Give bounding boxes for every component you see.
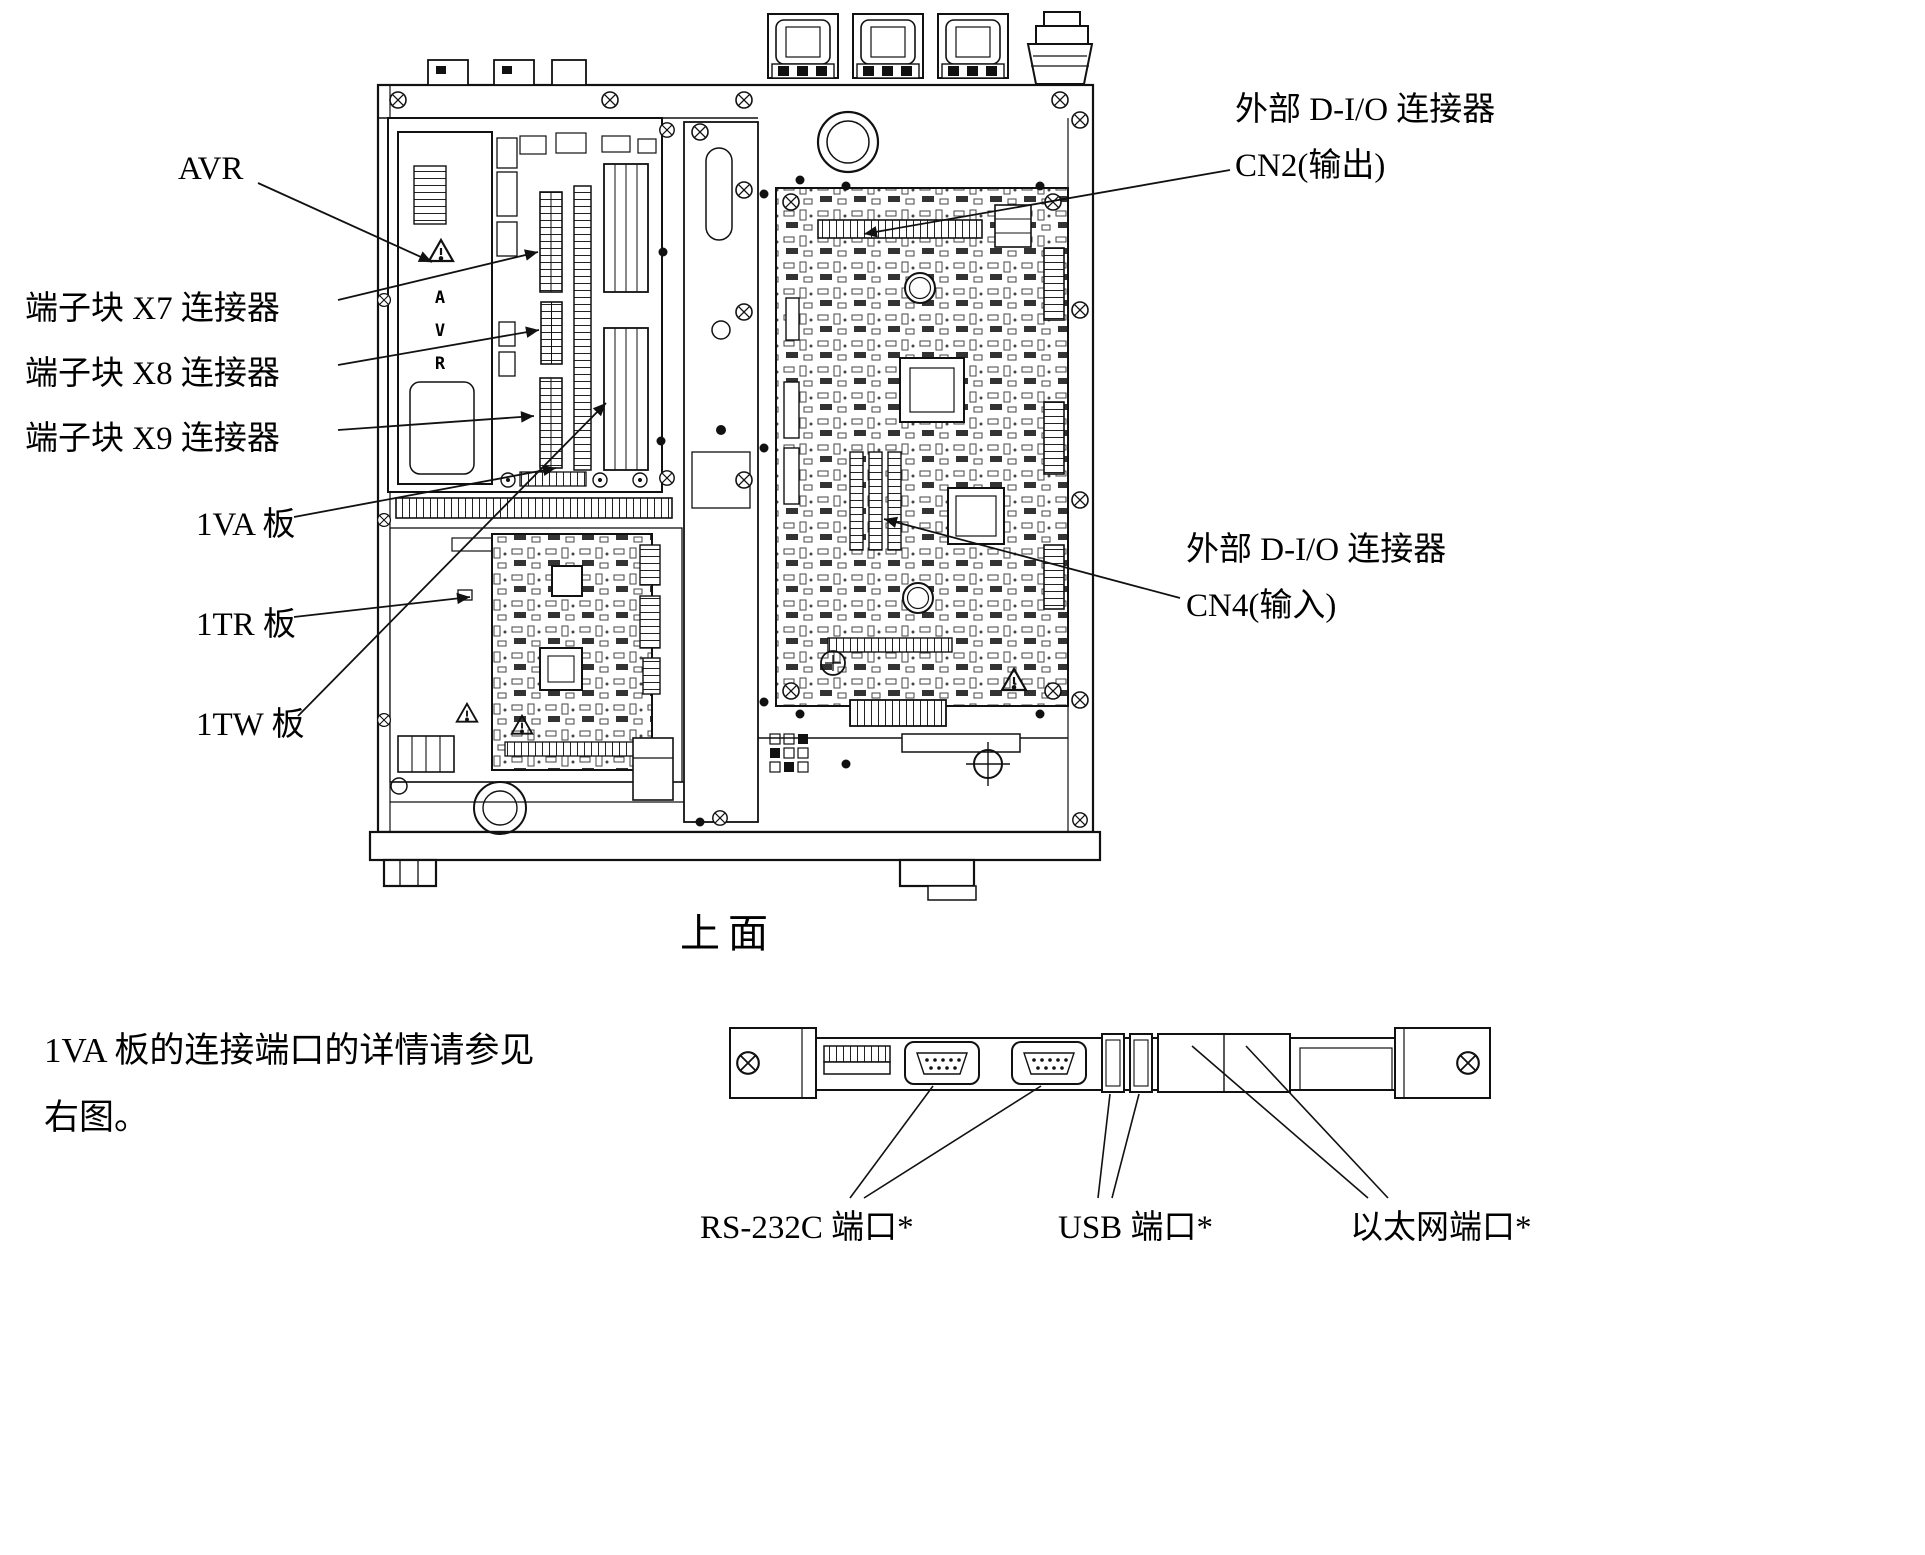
panel-leaders [849, 1045, 1389, 1199]
cable-gland [1026, 11, 1094, 85]
leader-ethernet-a [1191, 1045, 1369, 1199]
rs232c-connector-1 [904, 1041, 980, 1085]
terminal-connector-x8 [540, 301, 563, 365]
leader-ethernet-b [1245, 1045, 1389, 1199]
adjust-screw [966, 742, 1010, 786]
label-rs232c-port: RS-232C 端口* [700, 1210, 914, 1246]
dio-connector-cn4 [849, 451, 902, 551]
usb-connector-2 [1129, 1033, 1153, 1093]
leader-rs232c-a [849, 1085, 934, 1199]
note-text: 1VA 板的连接端口的详情请参见 右图。 [44, 1018, 534, 1151]
leader-avr [257, 182, 433, 263]
usb-connector-1 [1101, 1033, 1125, 1093]
center-column [683, 121, 759, 827]
vent-modules [767, 11, 1094, 85]
leader-x7 [337, 249, 539, 301]
callout-leaders [257, 169, 1231, 717]
leader-rs232c-b [863, 1085, 1042, 1199]
leader-usb-b [1111, 1093, 1140, 1199]
label-1tw-board: 1TW 板 [196, 707, 305, 743]
leader-1tr [293, 592, 471, 618]
note-line1: 1VA 板的连接端口的详情请参见 [44, 1031, 535, 1070]
1va-panel-view [729, 1027, 1491, 1099]
terminal-connector-x7 [539, 191, 563, 293]
caption-top-view: 上面 [680, 911, 776, 956]
leader-1va [293, 464, 557, 518]
rs232c-connector-2 [1011, 1041, 1087, 1085]
label-cn2-line1: 外部 D-I/O 连接器 [1235, 92, 1496, 128]
lower-left-board-area [389, 527, 758, 835]
ethernet-connector [1157, 1033, 1291, 1093]
label-1va-board: 1VA 板 [196, 507, 296, 543]
label-cn4-line2: CN4(输入) [1186, 588, 1337, 625]
leader-cn2 [863, 169, 1231, 238]
avr-module-marking: AVR [430, 288, 450, 387]
terminal-connector-x9 [539, 377, 563, 469]
main-controller-pcb [769, 187, 1069, 786]
avr-and-terminal-board [387, 117, 663, 493]
dio-connector-cn2 [817, 219, 983, 239]
leader-x9 [337, 411, 535, 431]
label-cn2: 外部 D-I/O 连接器 CN2(输出) [1235, 82, 1495, 194]
vent-module [767, 13, 839, 79]
leader-usb-a [1097, 1093, 1111, 1199]
vent-module [852, 13, 924, 79]
vent-module [937, 13, 1009, 79]
label-1tr-board: 1TR 板 [196, 607, 296, 643]
note-line2: 右图。 [44, 1097, 150, 1137]
label-cn2-line2: CN2(输出) [1235, 148, 1386, 185]
leader-1tw [297, 402, 607, 717]
label-avr: AVR [178, 151, 244, 187]
leader-x8 [337, 326, 540, 366]
label-cn4: 外部 D-I/O 连接器 CN4(输入) [1186, 522, 1446, 634]
label-usb-port: USB 端口* [1058, 1210, 1213, 1246]
edge-terminal-strip [395, 497, 673, 519]
label-cn4-line1: 外部 D-I/O 连接器 [1186, 532, 1447, 568]
label-terminal-x8: 端子块 X8 连接器 [25, 356, 280, 392]
label-terminal-x9: 端子块 X9 连接器 [25, 421, 280, 457]
leader-cn4 [883, 516, 1181, 599]
label-terminal-x7: 端子块 X7 连接器 [25, 291, 280, 327]
comb-connector [823, 1045, 891, 1075]
label-ethernet-port: 以太网端口* [1350, 1210, 1532, 1246]
